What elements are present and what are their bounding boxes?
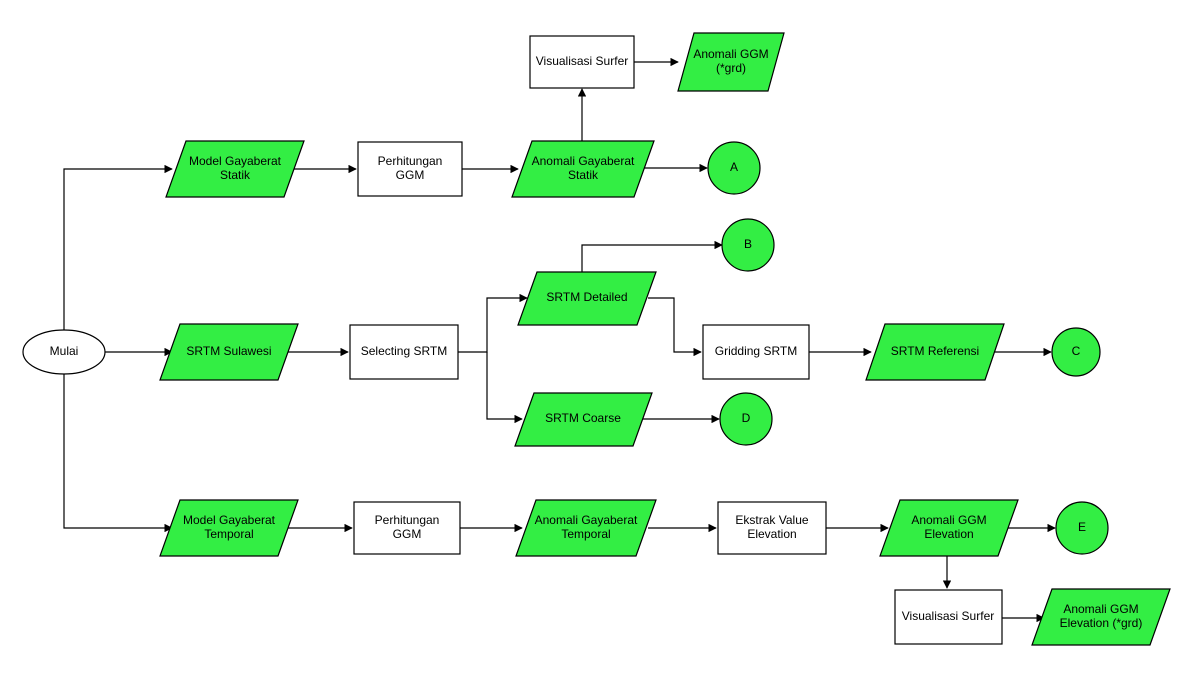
- node-label: B: [744, 237, 752, 251]
- node-label-line: Anomali GGM: [1063, 602, 1138, 616]
- node-label-line: GGM: [396, 168, 425, 182]
- edge-selecting-to-coarse: [486, 352, 523, 424]
- node-label: C: [1072, 344, 1081, 358]
- node-label: Visualisasi Surfer: [902, 609, 994, 623]
- node-label-line: E: [1078, 520, 1086, 534]
- node-label-line: SRTM Sulawesi: [186, 344, 271, 358]
- edges: [63, 57, 1056, 623]
- data-srtm-referensi: SRTM Referensi: [865, 323, 1005, 381]
- process-visualisasi-surfer-2: Visualisasi Surfer: [894, 589, 1003, 645]
- node-label-line: Anomali Gayaberat: [532, 154, 635, 168]
- process-selecting-srtm: Selecting SRTM: [349, 324, 459, 380]
- node-label-line: B: [744, 237, 752, 251]
- node-label-line: Elevation: [747, 527, 796, 541]
- node-label-line: Visualisasi Surfer: [902, 609, 994, 623]
- edge-detailed-to-b: [581, 240, 723, 272]
- data-srtm-sulawesi: SRTM Sulawesi: [159, 323, 299, 381]
- process-visualisasi-surfer-1: Visualisasi Surfer: [529, 35, 635, 89]
- node-label: SRTM Detailed: [546, 290, 627, 304]
- node-label-line: SRTM Coarse: [545, 411, 621, 425]
- edge-selecting-to-detailed: [458, 293, 528, 353]
- node-label: Gridding SRTM: [715, 344, 797, 358]
- node-label-line: SRTM Detailed: [546, 290, 627, 304]
- node-label-line: Elevation (*grd): [1060, 616, 1143, 630]
- node-label-line: Model Gayaberat: [183, 513, 276, 527]
- edge-detailed-to-gridding: [648, 297, 702, 357]
- node-label-line: Anomali GGM: [693, 47, 768, 61]
- node-label: Selecting SRTM: [361, 344, 447, 358]
- node-label-line: Visualisasi Surfer: [536, 54, 628, 68]
- data-srtm-coarse: SRTM Coarse: [514, 392, 653, 447]
- node-label-line: C: [1072, 344, 1081, 358]
- node-label-line: Statik: [220, 168, 251, 182]
- node-label: SRTM Sulawesi: [186, 344, 271, 358]
- node-label: SRTM Referensi: [891, 344, 979, 358]
- process-gridding-srtm: Gridding SRTM: [702, 324, 810, 380]
- node-label-line: Perhitungan: [375, 513, 440, 527]
- connector-c: C: [1051, 327, 1101, 377]
- node-label-line: GGM: [393, 527, 422, 541]
- node-label-line: Temporal: [561, 527, 610, 541]
- connector-a: A: [707, 141, 761, 195]
- connector-e: E: [1055, 501, 1109, 555]
- edge-mulai-to-model-statik: [63, 164, 173, 330]
- node-label-line: Mulai: [50, 344, 79, 358]
- node-label: SRTM Coarse: [545, 411, 621, 425]
- node-label-line: A: [730, 160, 738, 174]
- node-label: E: [1078, 520, 1086, 534]
- edge-mulai-to-model-temporal: [63, 374, 173, 533]
- connector-d: D: [719, 392, 773, 446]
- node-label: Anomali GGM(*grd): [693, 47, 768, 75]
- node-label-line: Elevation: [924, 527, 973, 541]
- node-label-line: Selecting SRTM: [361, 344, 447, 358]
- start-terminal: Mulai: [22, 329, 106, 375]
- node-label-line: Gridding SRTM: [715, 344, 797, 358]
- node-label-line: Temporal: [204, 527, 253, 541]
- node-label-line: D: [742, 411, 751, 425]
- node-label-line: Statik: [568, 168, 599, 182]
- data-anomali-ggm-grd: Anomali GGM(*grd): [677, 32, 785, 92]
- node-label-line: Ekstrak Value: [735, 513, 808, 527]
- node-label-line: Perhitungan: [378, 154, 443, 168]
- node-label-line: Anomali GGM: [911, 513, 986, 527]
- data-srtm-detailed: SRTM Detailed: [517, 271, 657, 326]
- node-label: Mulai: [50, 344, 79, 358]
- node-label-line: (*grd): [716, 61, 746, 75]
- node-label: Visualisasi Surfer: [536, 54, 628, 68]
- node-label-line: Anomali Gayaberat: [535, 513, 638, 527]
- node-label-line: Model Gayaberat: [189, 154, 282, 168]
- node-label-line: SRTM Referensi: [891, 344, 979, 358]
- connector-b: B: [721, 218, 775, 272]
- node-label: D: [742, 411, 751, 425]
- node-label: A: [730, 160, 738, 174]
